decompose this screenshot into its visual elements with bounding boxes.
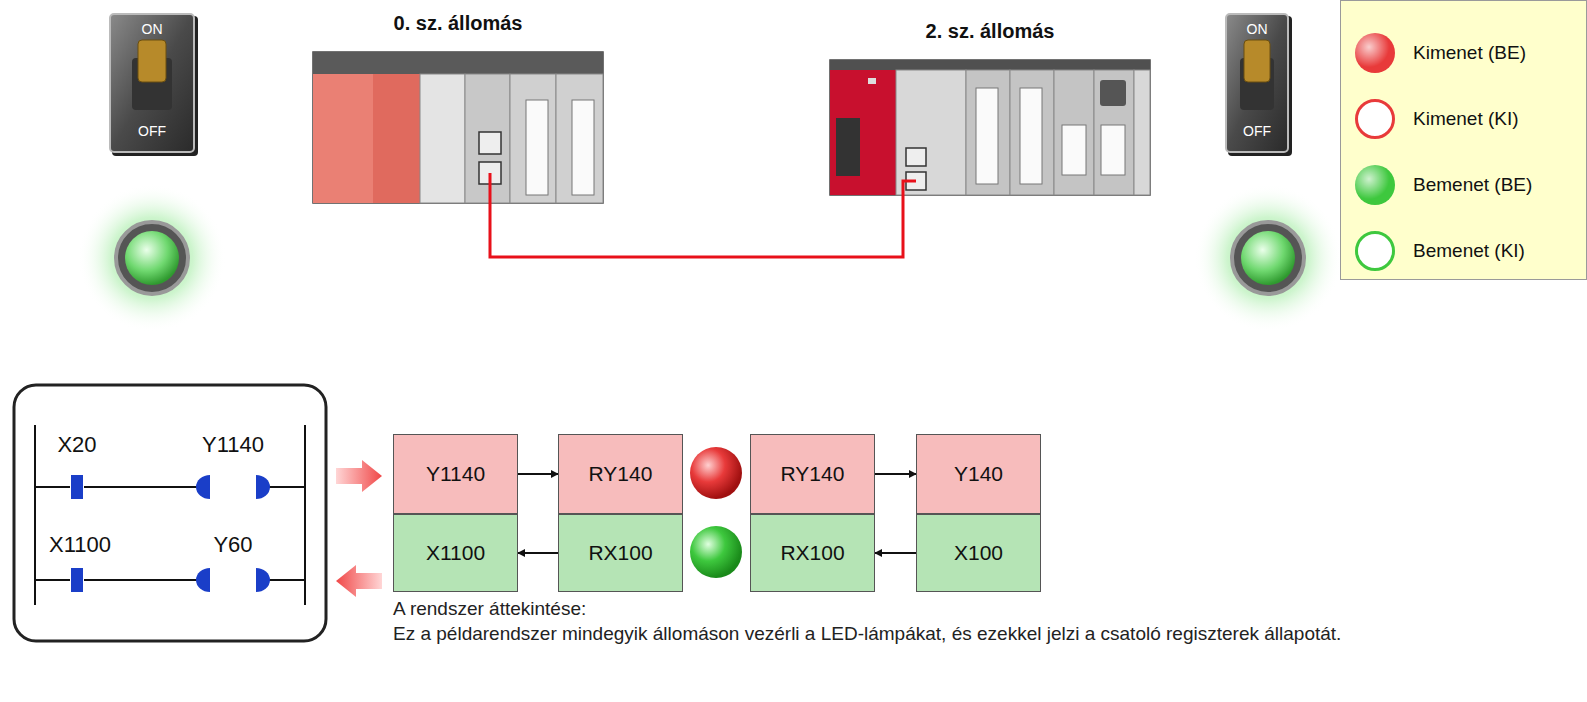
register-name: X100 — [954, 541, 1003, 565]
register-name: Y1140 — [426, 462, 485, 486]
register-box: Y1140 — [393, 434, 518, 514]
register-name: RY140 — [589, 462, 653, 486]
network-cable — [489, 173, 492, 203]
station-title: 2. sz. állomás — [790, 20, 1190, 43]
legend-ring — [1355, 99, 1395, 139]
legend-swatch — [1355, 165, 1395, 205]
toggle-switch — [110, 14, 198, 156]
register-name: Y140 — [954, 462, 1003, 486]
led-lamp — [78, 184, 226, 332]
register-box: RX100 — [750, 514, 875, 592]
register-box: RY140 — [558, 434, 683, 514]
register-name: RY140 — [781, 462, 845, 486]
contact-label: X1100 — [49, 530, 111, 560]
toggle-switch — [1226, 14, 1292, 156]
legend-entry: Bemenet (KI) — [1355, 229, 1525, 273]
legend-entry: Kimenet (BE) — [1355, 31, 1526, 75]
output-indicator — [690, 447, 742, 499]
switch-off-label: OFF — [138, 122, 166, 141]
legend-swatch — [1355, 33, 1395, 73]
register-name: RX100 — [588, 541, 652, 565]
legend-entry: Bemenet (BE) — [1355, 163, 1532, 207]
register-box: X1100 — [393, 514, 518, 592]
register-box: RX100 — [558, 514, 683, 592]
station-title: 0. sz. állomás — [273, 12, 643, 35]
plc-station — [830, 60, 1150, 195]
legend-panel: Kimenet (BE) Kimenet (KI) Bemenet (BE) Beme… — [1340, 0, 1587, 280]
legend-label: Bemenet (BE) — [1413, 174, 1532, 196]
data-arrow — [518, 473, 558, 475]
overview-text: Ez a példarendszer mindegyik állomáson v… — [393, 621, 1543, 647]
plc-station: 2. sz. állomás — [830, 60, 1150, 195]
led-lamp — [1194, 184, 1342, 332]
register-box: Y140 — [916, 434, 1041, 514]
plc-station — [313, 52, 603, 203]
overview-heading: A rendszer áttekintése: — [393, 596, 586, 622]
data-arrow — [518, 552, 558, 554]
register-box: RY140 — [750, 434, 875, 514]
contact-label: X20 — [57, 430, 96, 460]
legend-label: Bemenet (KI) — [1413, 240, 1525, 262]
coil-label: Y1140 — [202, 430, 264, 460]
data-arrow — [875, 552, 916, 554]
plc-station: 0. sz. állomás — [313, 52, 603, 203]
network-cable — [903, 181, 916, 195]
transfer-arrow — [336, 460, 382, 492]
transfer-arrow — [336, 565, 382, 597]
register-name: RX100 — [780, 541, 844, 565]
legend-entry: Kimenet (KI) — [1355, 97, 1519, 141]
legend-label: Kimenet (BE) — [1413, 42, 1526, 64]
switch-off-label: OFF — [1243, 122, 1271, 141]
legend-label: Kimenet (KI) — [1413, 108, 1519, 130]
network-cable — [490, 195, 903, 257]
ladder-program — [14, 385, 326, 641]
data-arrow — [875, 473, 916, 475]
legend-ring — [1355, 231, 1395, 271]
register-name: X1100 — [426, 541, 485, 565]
coil-label: Y60 — [213, 530, 252, 560]
input-indicator — [690, 526, 742, 578]
register-box: X100 — [916, 514, 1041, 592]
switch-on-label: ON — [1247, 20, 1268, 39]
switch-on-label: ON — [142, 20, 163, 39]
